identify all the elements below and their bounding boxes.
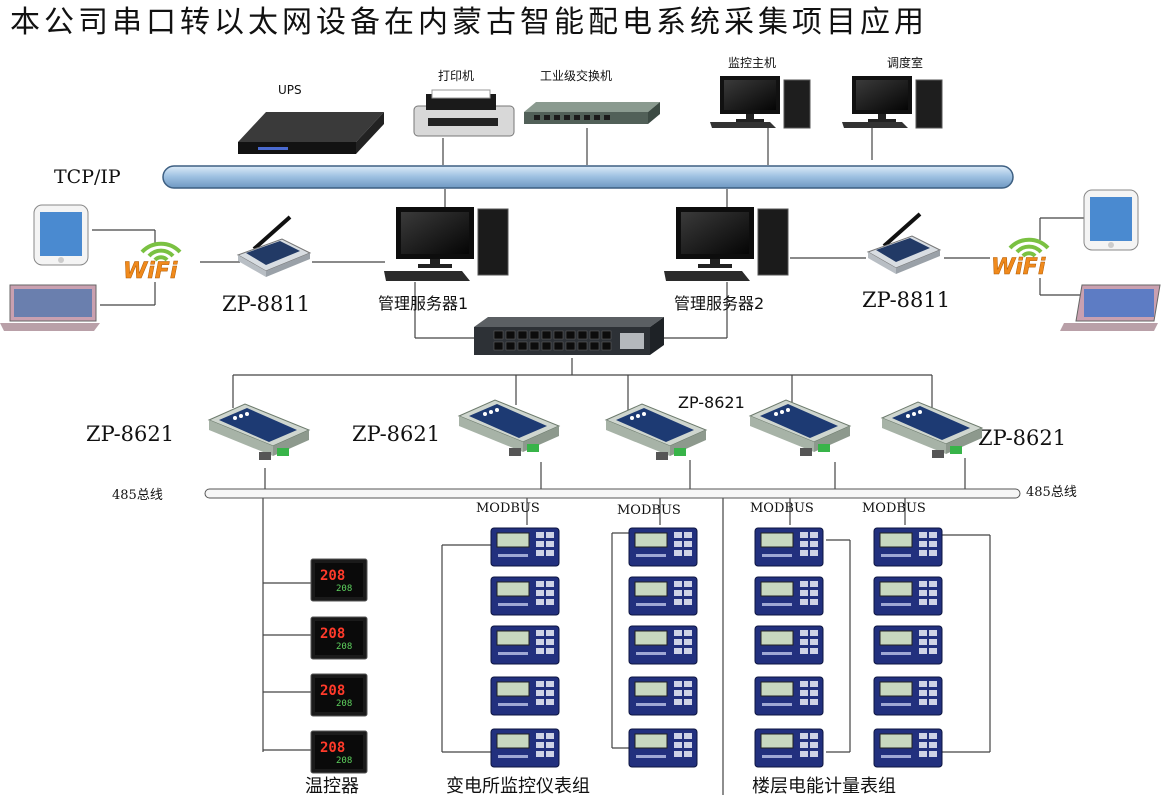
meter-4-2 [873, 576, 943, 616]
tcpip-bus [162, 165, 1014, 189]
dispatch-room-label: 调度室 [887, 56, 924, 70]
meter-4-4 [873, 676, 943, 716]
modbus-label-3: MODBUS [750, 501, 814, 516]
right-laptop-icon [1060, 284, 1161, 331]
converter-4-icon [748, 399, 852, 456]
ups-icon [238, 112, 384, 154]
bus-left-label: 485总线 [112, 488, 163, 503]
meter-4-5 [873, 728, 943, 768]
rs485-bus [204, 488, 1021, 499]
temp-setpoint-1: 208 [336, 584, 352, 594]
meter-4-1 [873, 527, 943, 567]
ups-label: UPS [278, 83, 302, 97]
temp-setpoint-3: 208 [336, 699, 352, 709]
monitor-host-label: 监控主机 [728, 56, 777, 70]
temp-group-label: 温控器 [305, 776, 359, 797]
modbus-label-1: MODBUS [476, 501, 540, 516]
meter-3-5 [754, 728, 824, 768]
left-phone-icon [33, 204, 89, 266]
meter-3-1 [754, 527, 824, 567]
left-wireless-model: ZP-8811 [222, 292, 311, 316]
left-laptop-icon [0, 284, 100, 331]
modbus-label-4: MODBUS [862, 501, 926, 516]
right-phone-icon [1083, 189, 1139, 251]
floor-group-label: 楼层电能计量表组 [752, 776, 896, 797]
server2-label: 管理服务器2 [674, 294, 765, 313]
temp-display-3: 208 [320, 683, 345, 699]
temp-display-4: 208 [320, 740, 345, 756]
substation-group-label: 变电所监控仪表组 [446, 776, 590, 797]
meter-1-1 [490, 527, 560, 567]
modbus-label-2: MODBUS [617, 503, 681, 518]
converter-5-icon [880, 401, 984, 458]
right-wifi-logo: WiFi [991, 237, 1050, 278]
server1-label: 管理服务器1 [378, 294, 469, 313]
bus-right-label: 485总线 [1026, 485, 1077, 500]
tcpip-label: TCP/IP [54, 166, 121, 188]
meter-4-3 [873, 625, 943, 665]
core-switch-icon [474, 317, 664, 355]
temp-display-2: 208 [320, 626, 345, 642]
meter-1-5 [490, 728, 560, 768]
meter-3-4 [754, 676, 824, 716]
meter-1-3 [490, 625, 560, 665]
meter-1-4 [490, 676, 560, 716]
right-wifi-text: WiFi [991, 255, 1046, 278]
meter-2-1 [628, 527, 698, 567]
temp-setpoint-2: 208 [336, 642, 352, 652]
temp-display-1: 208 [320, 568, 345, 584]
industrial-switch-icon [524, 102, 660, 124]
left-wifi-text: WiFi [123, 259, 178, 282]
meter-2-5 [628, 728, 698, 768]
meter-1-2 [490, 576, 560, 616]
converter4-label: ZP-8621 [978, 426, 1067, 450]
converter1-label: ZP-8621 [86, 422, 175, 446]
meter-3-3 [754, 625, 824, 665]
left-wireless-server-icon [236, 215, 312, 277]
right-wireless-model: ZP-8811 [862, 288, 951, 312]
meter-2-2 [628, 576, 698, 616]
page-title: 本公司串口转以太网设备在内蒙古智能配电系统采集项目应用 [10, 5, 928, 40]
converter-2-icon [457, 399, 561, 456]
server2-pc-icon [664, 207, 789, 281]
temp-setpoint-4: 208 [336, 756, 352, 766]
server1-pc-icon [384, 207, 509, 281]
meter-2-4 [628, 676, 698, 716]
printer-icon [413, 89, 515, 137]
right-wireless-server-icon [866, 212, 942, 274]
converter3-label: ZP-8621 [678, 393, 745, 412]
converter-1-icon [207, 403, 311, 460]
monitor-host-pc-icon [710, 76, 811, 129]
left-wifi-logo: WiFi [123, 241, 182, 282]
converter-3-icon [604, 403, 708, 460]
converter2-label: ZP-8621 [352, 422, 441, 446]
switch-label: 工业级交换机 [540, 69, 613, 83]
meter-2-3 [628, 625, 698, 665]
printer-label: 打印机 [438, 69, 475, 83]
meter-3-2 [754, 576, 824, 616]
dispatch-room-pc-icon [842, 76, 943, 129]
